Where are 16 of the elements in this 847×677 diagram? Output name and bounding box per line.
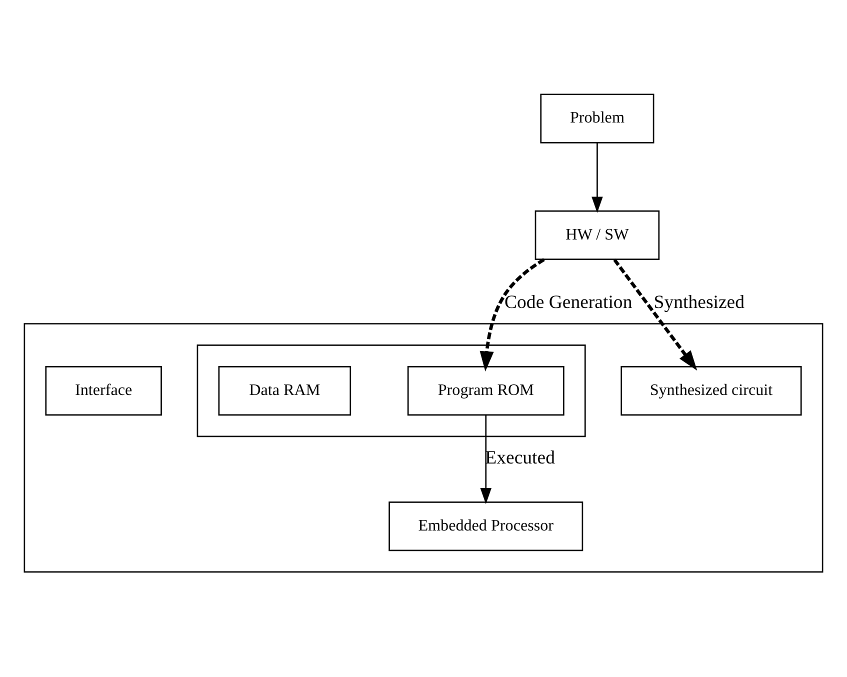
arrow [480, 258, 545, 372]
edge-label: Executed [485, 448, 555, 469]
edge-label: Synthesized [654, 292, 744, 313]
node-box: Data RAM [218, 366, 352, 416]
node-box: HW / SW [534, 210, 660, 260]
node-box: Problem [540, 94, 654, 144]
arrow [480, 415, 492, 504]
arrow [592, 142, 603, 213]
node-box: Embedded Processor [388, 501, 584, 552]
node-box: Synthesized circuit [620, 366, 802, 416]
cluster [24, 323, 824, 573]
node-box: Interface [45, 366, 162, 416]
cluster [196, 344, 586, 438]
node-box: Program ROM [407, 366, 564, 416]
edge-label: Code Generation [504, 292, 632, 313]
arrow [613, 258, 698, 371]
